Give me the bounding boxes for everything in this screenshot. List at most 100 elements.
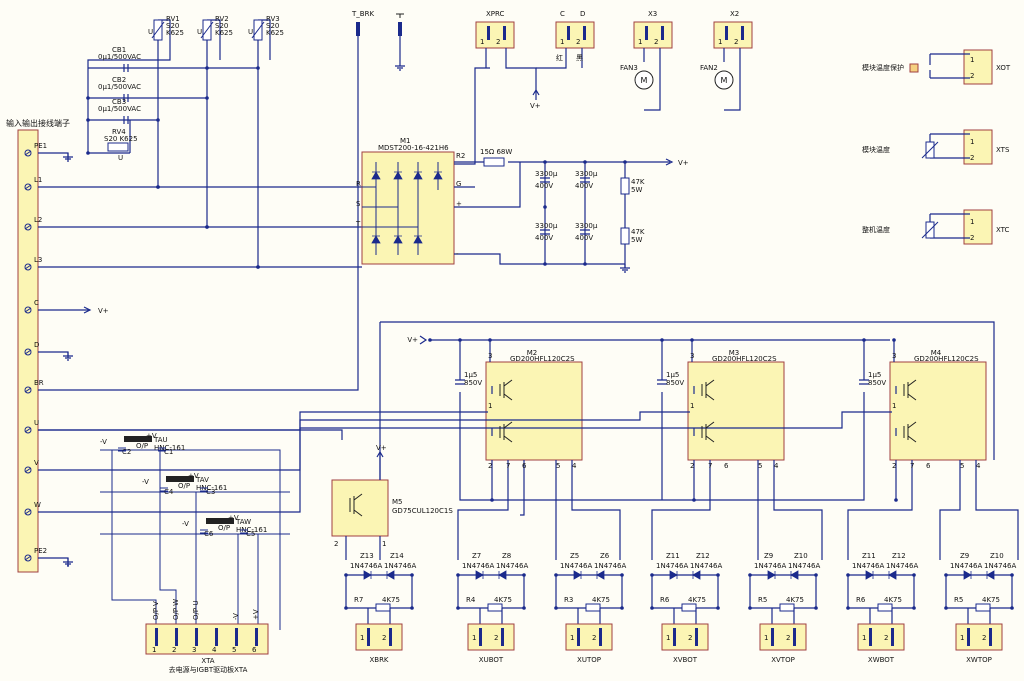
bridge-pin-s: S — [356, 200, 361, 208]
igbt-pin-number: 7 — [708, 462, 712, 470]
terminal-screw-icon — [24, 223, 32, 231]
igbt-pin-number: 6 — [724, 462, 729, 470]
gate-connector-pin-number: 2 — [592, 634, 596, 642]
terminal-screw-icon — [24, 554, 32, 562]
gate-connector-pin — [599, 628, 602, 646]
connector-pin-number: 2 — [496, 38, 500, 46]
igbt-pin-number: 7 — [910, 462, 914, 470]
gate-res-ref: R6 — [660, 596, 670, 604]
gate-connector-xubot — [467, 623, 515, 651]
xta-pin-number: 5 — [232, 646, 236, 654]
ground-symbol — [63, 153, 73, 162]
junction-dot — [944, 606, 948, 610]
gate-resistor — [585, 603, 601, 612]
gate-wire — [771, 608, 795, 624]
vplus-arrow-right — [83, 306, 92, 314]
junction-dot — [205, 66, 209, 70]
xta-pin — [175, 628, 178, 646]
xtc-connector — [963, 209, 993, 245]
junction-dot — [205, 225, 209, 229]
xta-pin-label: O/P-V — [152, 601, 160, 620]
junction-dot — [256, 66, 260, 70]
vplus-arrow-right — [665, 158, 674, 166]
bridge-pin-minus: - — [456, 250, 459, 258]
d-label: D — [580, 10, 585, 18]
xta-pin-number: 2 — [172, 646, 176, 654]
zener-ref: Z12 — [892, 552, 906, 560]
xta-pin-label: O/P-W — [172, 599, 180, 620]
junction-dot — [456, 606, 460, 610]
gate-connector-pin-number: 1 — [960, 634, 964, 642]
xta-pin-label: O/P-U — [192, 600, 200, 620]
junction-dot — [156, 185, 160, 189]
terminal-pin-label: C — [34, 299, 39, 307]
bridge-pin-g: G — [456, 180, 461, 188]
terminal-screw-icon — [24, 386, 32, 394]
connector-pin — [583, 26, 586, 40]
gate-connector-pin-number: 2 — [382, 634, 386, 642]
cd-connector — [555, 21, 595, 49]
igbt-ref: M2 — [527, 349, 538, 357]
gate-res-value: 4K75 — [494, 596, 512, 604]
terminal-screw-slot — [24, 264, 32, 270]
gate-connector-pin-number: 2 — [884, 634, 888, 642]
fan-motor-icon — [634, 70, 654, 90]
gate-res-ref: R4 — [466, 596, 476, 604]
snubber-cap-voltage: 850V — [868, 379, 886, 387]
gate-connector-pin — [967, 628, 970, 646]
zener-part: 1N4746A — [594, 562, 627, 570]
zener-diode — [596, 570, 605, 580]
zener-diode — [692, 570, 701, 580]
gate-resistor — [375, 603, 391, 612]
sensor-decoupling-cap — [158, 447, 166, 452]
gate-connector-pin — [771, 628, 774, 646]
terminal-screw-icon — [24, 508, 32, 516]
junction-dot — [86, 118, 90, 122]
gate-connector-pin — [367, 628, 370, 646]
sensor-decoupling-cap — [118, 447, 126, 452]
zener-ref: Z12 — [696, 552, 710, 560]
junction-dot — [1010, 573, 1014, 577]
igbt-pin-number: 6 — [926, 462, 931, 470]
gate-connector-label: XUTOP — [577, 656, 601, 664]
gate-connector-pin-number: 2 — [688, 634, 692, 642]
junction-dot — [583, 160, 587, 164]
gate-connector-xwbot — [857, 623, 905, 651]
zener-ref: Z9 — [960, 552, 969, 560]
tbrk-label: T_BRK — [351, 10, 374, 18]
sensor-pos-label: +V — [228, 514, 239, 522]
xta-pin — [255, 628, 258, 646]
sensor-label: 模块温度 — [862, 145, 890, 154]
capacitor-symbol — [123, 64, 129, 72]
varistor-ref: RV1 — [166, 15, 180, 23]
zener-diode — [386, 570, 395, 580]
capacitor-symbol — [123, 94, 129, 102]
varistor-ref: RV3 — [266, 15, 280, 23]
charge-resistor — [483, 157, 505, 167]
x2-connector — [713, 21, 753, 49]
junction-dot — [814, 606, 818, 610]
varistor-slash — [151, 21, 165, 39]
bus-cap-voltage: 400V — [535, 182, 553, 190]
gate-resistor — [487, 603, 503, 612]
varistor-v1: S20 K625 — [104, 135, 138, 143]
bleed-res-value: 47K — [631, 228, 645, 236]
igbt-pin-number: 4 — [976, 462, 981, 470]
bridge-ref: M1 — [400, 137, 411, 145]
igbt-pin-number: 1 — [488, 402, 492, 410]
bus-capacitor — [580, 177, 590, 183]
gate-connector-xvtop — [759, 623, 807, 651]
gate-connector-pin-number: 1 — [862, 634, 866, 642]
bridge-pin-plus: + — [456, 200, 462, 208]
bus-capacitor — [580, 229, 590, 235]
sensor-cap-left: C4 — [164, 488, 174, 496]
gate-connector-pin — [695, 628, 698, 646]
igbt-m3-box — [687, 361, 785, 461]
sensor-decoupling-cap — [240, 529, 248, 534]
snubber-cap-voltage: 850V — [666, 379, 684, 387]
snubber-cap-value: 1µ5 — [666, 371, 679, 379]
igbt-part: GD200HFL120C2S — [914, 355, 979, 363]
igbt-pin-number: 2 — [892, 462, 896, 470]
gate-res-value: 4K75 — [884, 596, 902, 604]
gate-connector-xvbot — [661, 623, 709, 651]
